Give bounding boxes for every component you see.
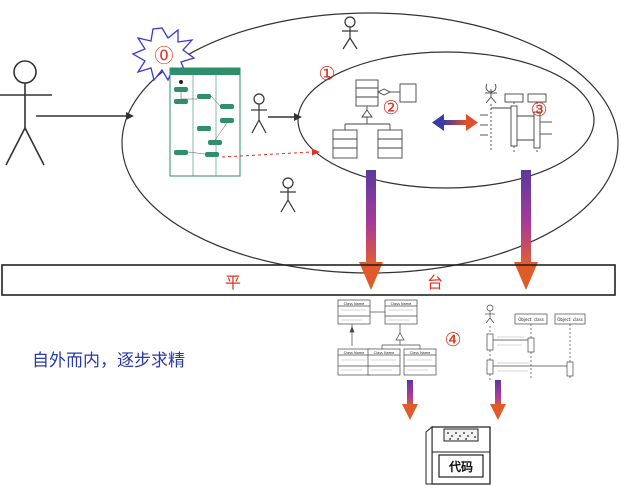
down-arrow-right (514, 170, 538, 290)
actor-large-icon (0, 60, 52, 166)
actor-small-middle-icon (251, 93, 267, 134)
marker-one: ① (318, 63, 335, 85)
object-box-title-2: Object: class (557, 317, 583, 322)
class-box-title-2: Class Name (391, 302, 412, 306)
class-box-title-4: Class Name (374, 351, 395, 355)
code-document-icon (425, 425, 491, 485)
down-arrow-to-code-right (490, 380, 506, 420)
sequence-diagram-thumbnail (480, 83, 552, 152)
starburst-icon (131, 27, 196, 82)
platform-right-char: 台 (427, 273, 443, 292)
platform-left-char: 平 (225, 273, 241, 292)
marker-four: ④ (444, 329, 461, 351)
down-arrow-to-code-left (402, 380, 418, 420)
activity-diagram-thumbnail (169, 67, 241, 177)
detailed-sequence-diagram (485, 304, 586, 380)
object-box-title-1: Object: class (518, 317, 544, 322)
marker-two: ② (382, 97, 399, 119)
class-diagram-thumbnail (332, 79, 417, 159)
code-label: 代码 (448, 459, 473, 474)
detailed-class-diagram (337, 299, 437, 376)
platform-bar (1, 264, 616, 296)
actor-small-top-icon (342, 16, 358, 50)
bidirectional-arrow (432, 114, 478, 131)
caption-text: 自外而内，逐步求精 (32, 351, 185, 371)
down-arrow-left (359, 170, 383, 290)
marker-three: ③ (530, 99, 547, 121)
class-box-title-3: Class Name (344, 351, 365, 355)
class-box-title-5: Class Name (410, 351, 431, 355)
marker-zero: ⓪ (154, 45, 173, 67)
inner-ellipse (297, 51, 595, 189)
class-box-title-1: Class Name (344, 302, 365, 306)
actor-small-bottom-icon (280, 177, 296, 213)
